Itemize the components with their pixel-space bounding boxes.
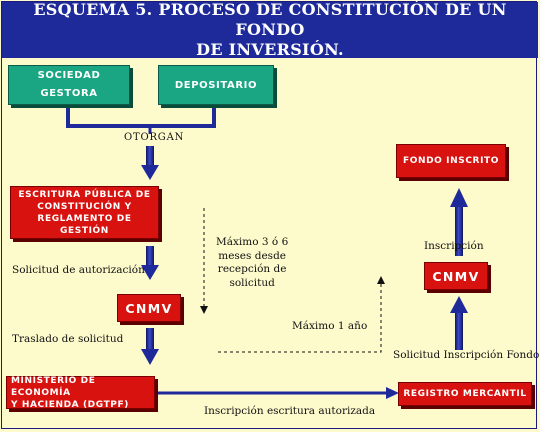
solicitud-inscripcion-label: Solicitud Inscripción Fondo — [393, 349, 540, 361]
sociedad-gestora-line-1: SOCIEDAD — [37, 70, 101, 81]
arrow-down-otorgan — [141, 146, 159, 180]
fondo-inscrito-label: FONDO INSCRITO — [402, 156, 500, 166]
maximo-3-6-line-4: solicitud — [229, 276, 275, 289]
maximo-3-6-line-3: recepción de — [217, 263, 287, 275]
maximo-3-6-label: Máximo 3 ó 6 meses desde recepción de so… — [216, 236, 288, 290]
depositario-box: DEPOSITARIO — [158, 65, 274, 105]
escritura-line-2: CONSTITUCIÓN Y — [37, 201, 132, 212]
maximo-3-6-line-2: meses desde — [218, 249, 287, 262]
otorgan-bracket — [66, 108, 216, 128]
ministerio-line-2: Y HACIENDA (DGTPF) — [11, 399, 129, 410]
otorgan-label: OTORGAN — [124, 132, 185, 143]
inscripcion-escritura-label: Inscripción escritura autorizada — [204, 405, 376, 417]
depositario-label: DEPOSITARIO — [174, 79, 258, 91]
arrow-right-inscripcion — [156, 387, 399, 399]
sociedad-gestora-box: SOCIEDAD GESTORA — [8, 65, 130, 105]
solicitud-autorizacion-label: Solicitud de autorización — [12, 264, 145, 276]
arrow-up-solicitud-inscripcion — [450, 296, 468, 350]
title-line-2: DE INVERSIÓN. — [196, 40, 344, 59]
fondo-inscrito-box: FONDO INSCRITO — [396, 144, 506, 178]
arrow-down-traslado — [141, 328, 159, 365]
inscripcion-label: Inscripción — [424, 240, 484, 252]
maximo-1-ano-label: Máximo 1 año — [292, 320, 368, 332]
escritura-line-4: GESTIÓN — [60, 225, 109, 236]
ministerio-line-1: MINISTERIO DE ECONOMÍA — [11, 375, 96, 398]
ministerio-box: MINISTERIO DE ECONOMÍA Y HACIENDA (DGTPF… — [6, 375, 155, 410]
dashed-timeline-3-6-meses — [200, 208, 208, 314]
cnmv-left-label: CNMV — [125, 300, 173, 316]
dashed-timeline-1-ano — [218, 276, 385, 353]
traslado-solicitud-label: Traslado de solicitud — [12, 333, 124, 345]
title-line-1: ESQUEMA 5. PROCESO DE CONSTITUCIÓN DE UN… — [33, 0, 507, 39]
escritura-line-3: REGLAMENTO DE — [37, 213, 132, 224]
escritura-box: ESCRITURA PÚBLICA DE CONSTITUCIÓN Y REGL… — [10, 186, 159, 239]
cnmv-right-label: CNMV — [432, 268, 480, 284]
sociedad-gestora-line-2: GESTORA — [40, 88, 98, 99]
registro-mercantil-box: REGISTRO MERCANTIL — [398, 382, 532, 406]
arrow-up-inscripcion — [450, 188, 468, 256]
arrow-down-solicitud — [141, 246, 159, 280]
maximo-3-6-line-1: Máximo 3 ó 6 — [216, 236, 289, 248]
escritura-line-1: ESCRITURA PÚBLICA DE — [18, 189, 151, 200]
diagram-title: ESQUEMA 5. PROCESO DE CONSTITUCIÓN DE UN… — [2, 0, 538, 59]
cnmv-right-box: CNMV — [424, 262, 488, 290]
cnmv-left-box: CNMV — [117, 294, 181, 322]
registro-mercantil-label: REGISTRO MERCANTIL — [403, 389, 527, 399]
